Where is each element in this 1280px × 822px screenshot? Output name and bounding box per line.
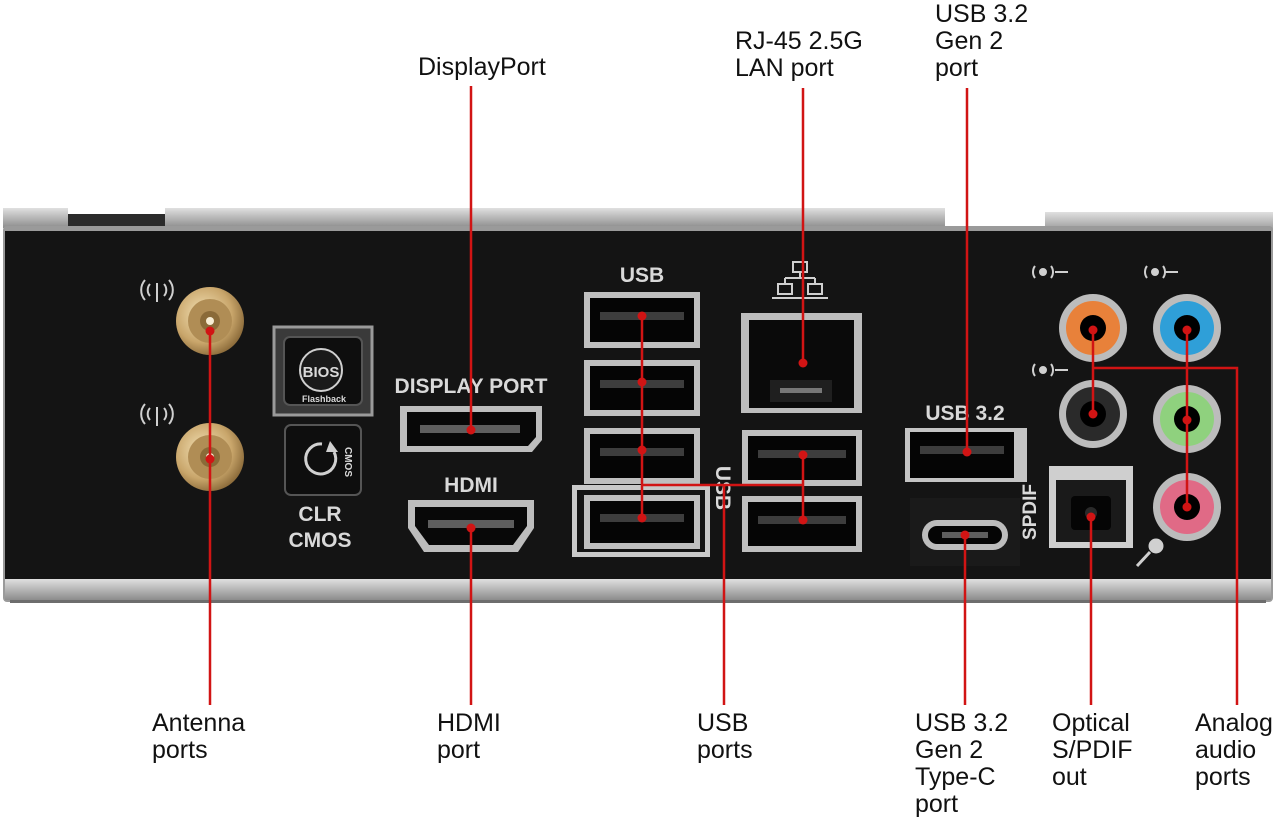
- audio-out-icon: [1032, 363, 1068, 377]
- clr-label: CLR: [298, 503, 341, 526]
- wifi-antenna-icon: [140, 279, 174, 302]
- leader-dots: [205, 311, 1192, 540]
- network-icon: [772, 261, 828, 299]
- microphone-icon: [1135, 538, 1164, 568]
- callout-antenna: Antenna ports: [152, 709, 246, 764]
- flashback-label: Flashback: [302, 394, 347, 404]
- callout-usb-ports: USB ports: [697, 709, 753, 764]
- leader-usb-stack: [640, 316, 805, 705]
- callout-usb32-gen2: USB 3.2 Gen 2 port: [935, 0, 1029, 82]
- callout-displayport: DisplayPort: [418, 53, 546, 81]
- usb-vertical-silkscreen: USB: [711, 466, 734, 510]
- wifi-antenna-icon: [140, 403, 174, 426]
- callout-spdif-out: Optical S/PDIF out: [1052, 709, 1133, 791]
- usb32-silkscreen: USB 3.2: [925, 402, 1004, 425]
- cmos-button-label: CMOS: [342, 447, 353, 477]
- callout-usb-typec: USB 3.2 Gen 2 Type-C port: [915, 709, 1009, 818]
- audio-out-icon: [1032, 265, 1068, 279]
- usb-top-silkscreen: USB: [620, 264, 664, 287]
- spdif-silkscreen: SPDIF: [1020, 484, 1041, 540]
- antenna-port-top: [176, 287, 244, 355]
- callout-hdmi: HDMI port: [437, 709, 501, 764]
- refresh-icon: [304, 442, 338, 476]
- bios-label: BIOS: [303, 364, 340, 381]
- callout-analog-audio: Analog audio ports: [1195, 709, 1273, 791]
- leader-lines: [208, 86, 1239, 705]
- bios-flashback-icon: [299, 348, 343, 392]
- bios-flashback-button[interactable]: BIOS Flashback: [272, 325, 374, 417]
- audio-in-icon: [1144, 265, 1178, 279]
- hdmi-silkscreen: HDMI: [444, 474, 498, 497]
- callout-rj45: RJ-45 2.5G LAN port: [735, 27, 863, 82]
- clr-cmos-button[interactable]: CMOS: [284, 424, 362, 496]
- cmos-label: CMOS: [289, 529, 352, 552]
